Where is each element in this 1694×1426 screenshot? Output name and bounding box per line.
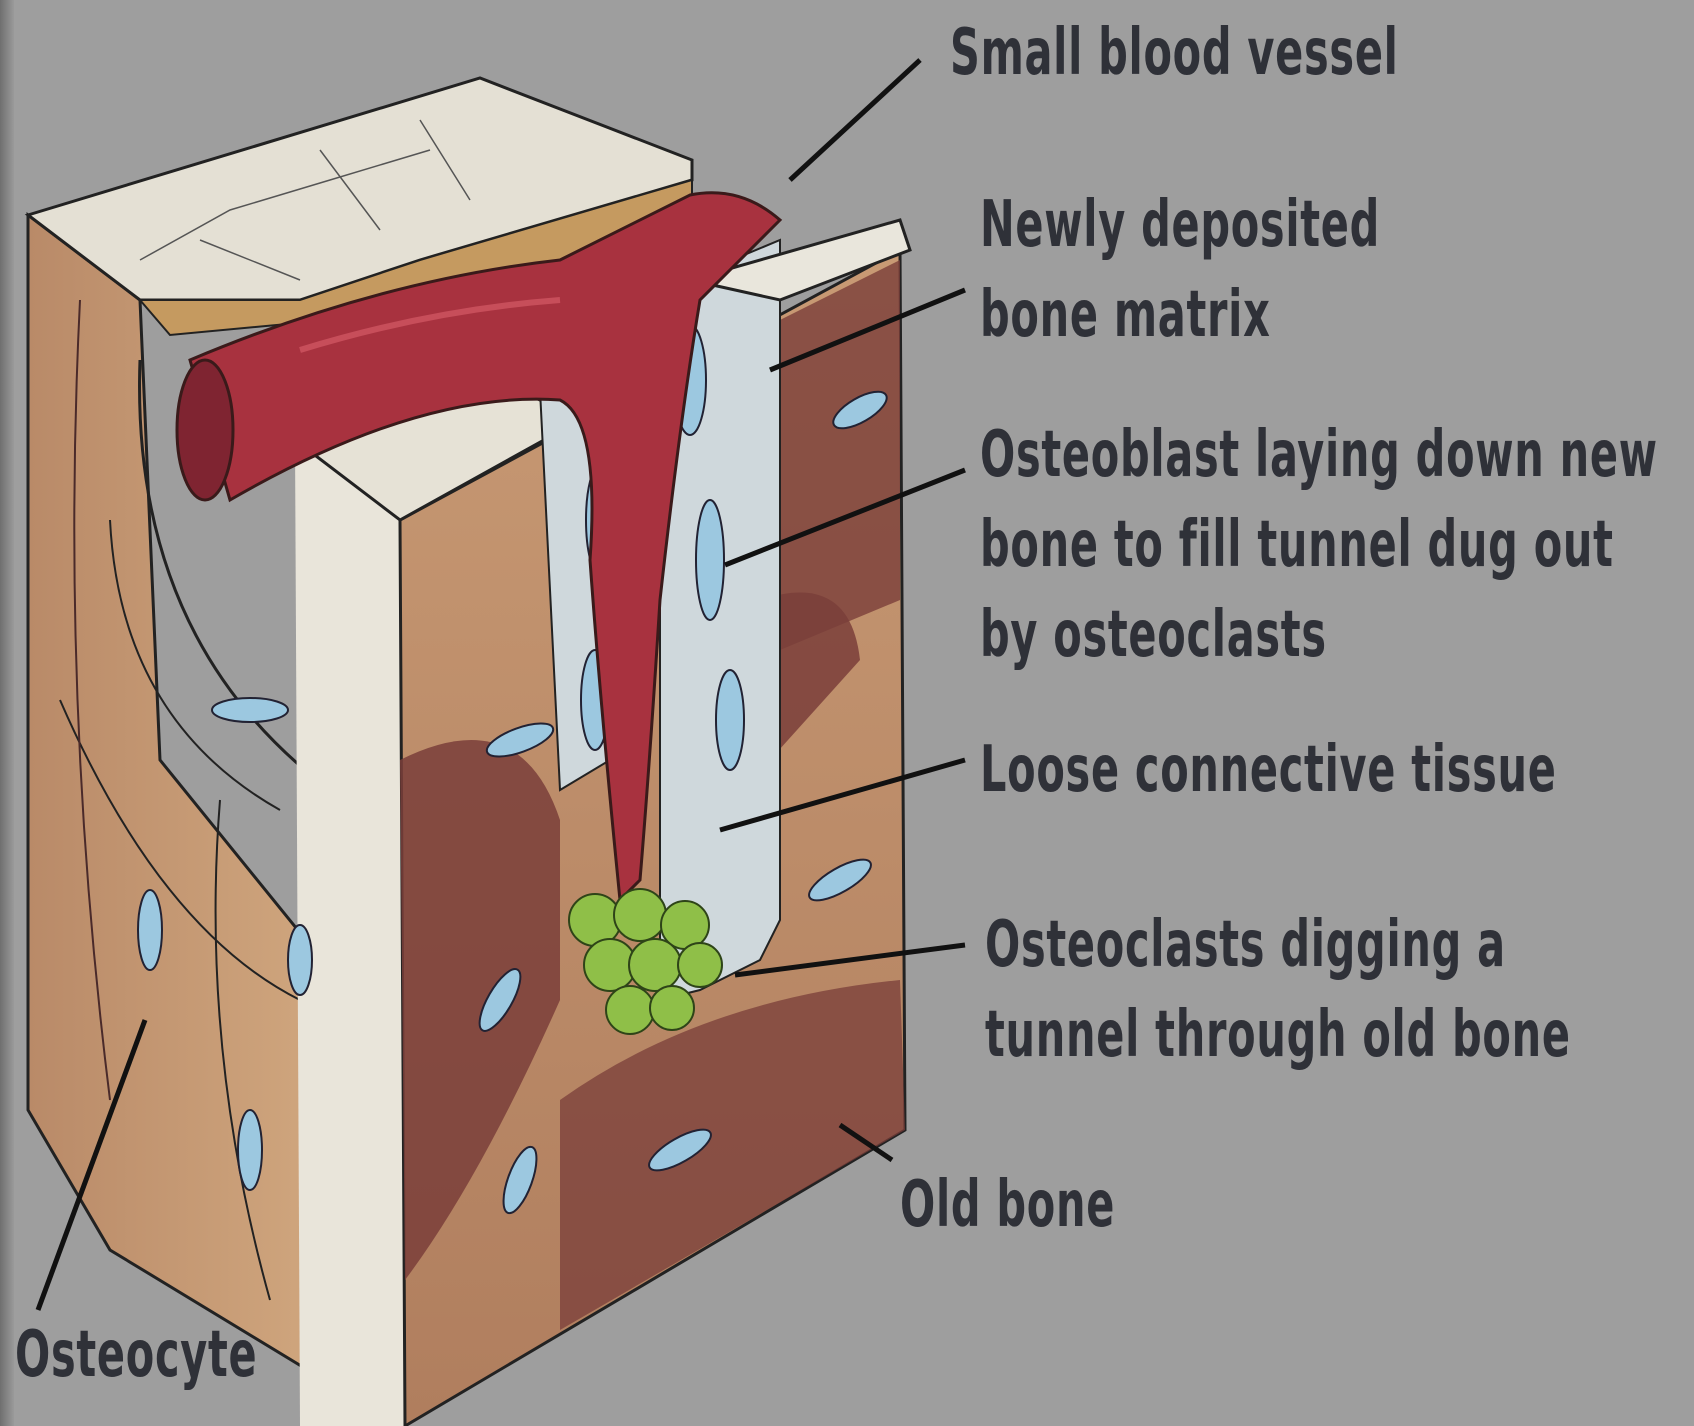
label-new-bone-matrix: Newly deposited bone matrix (980, 180, 1380, 360)
label-osteoblast: Osteoblast laying down new bone to fill … (980, 410, 1658, 680)
label-osteocyte: Osteocyte (15, 1310, 257, 1400)
label-small-blood-vessel: Small blood vessel (950, 8, 1399, 98)
label-old-bone: Old bone (900, 1160, 1115, 1250)
label-loose-connective-tissue: Loose connective tissue (980, 725, 1557, 815)
label-osteoclasts: Osteoclasts digging a tunnel through old… (985, 900, 1571, 1080)
